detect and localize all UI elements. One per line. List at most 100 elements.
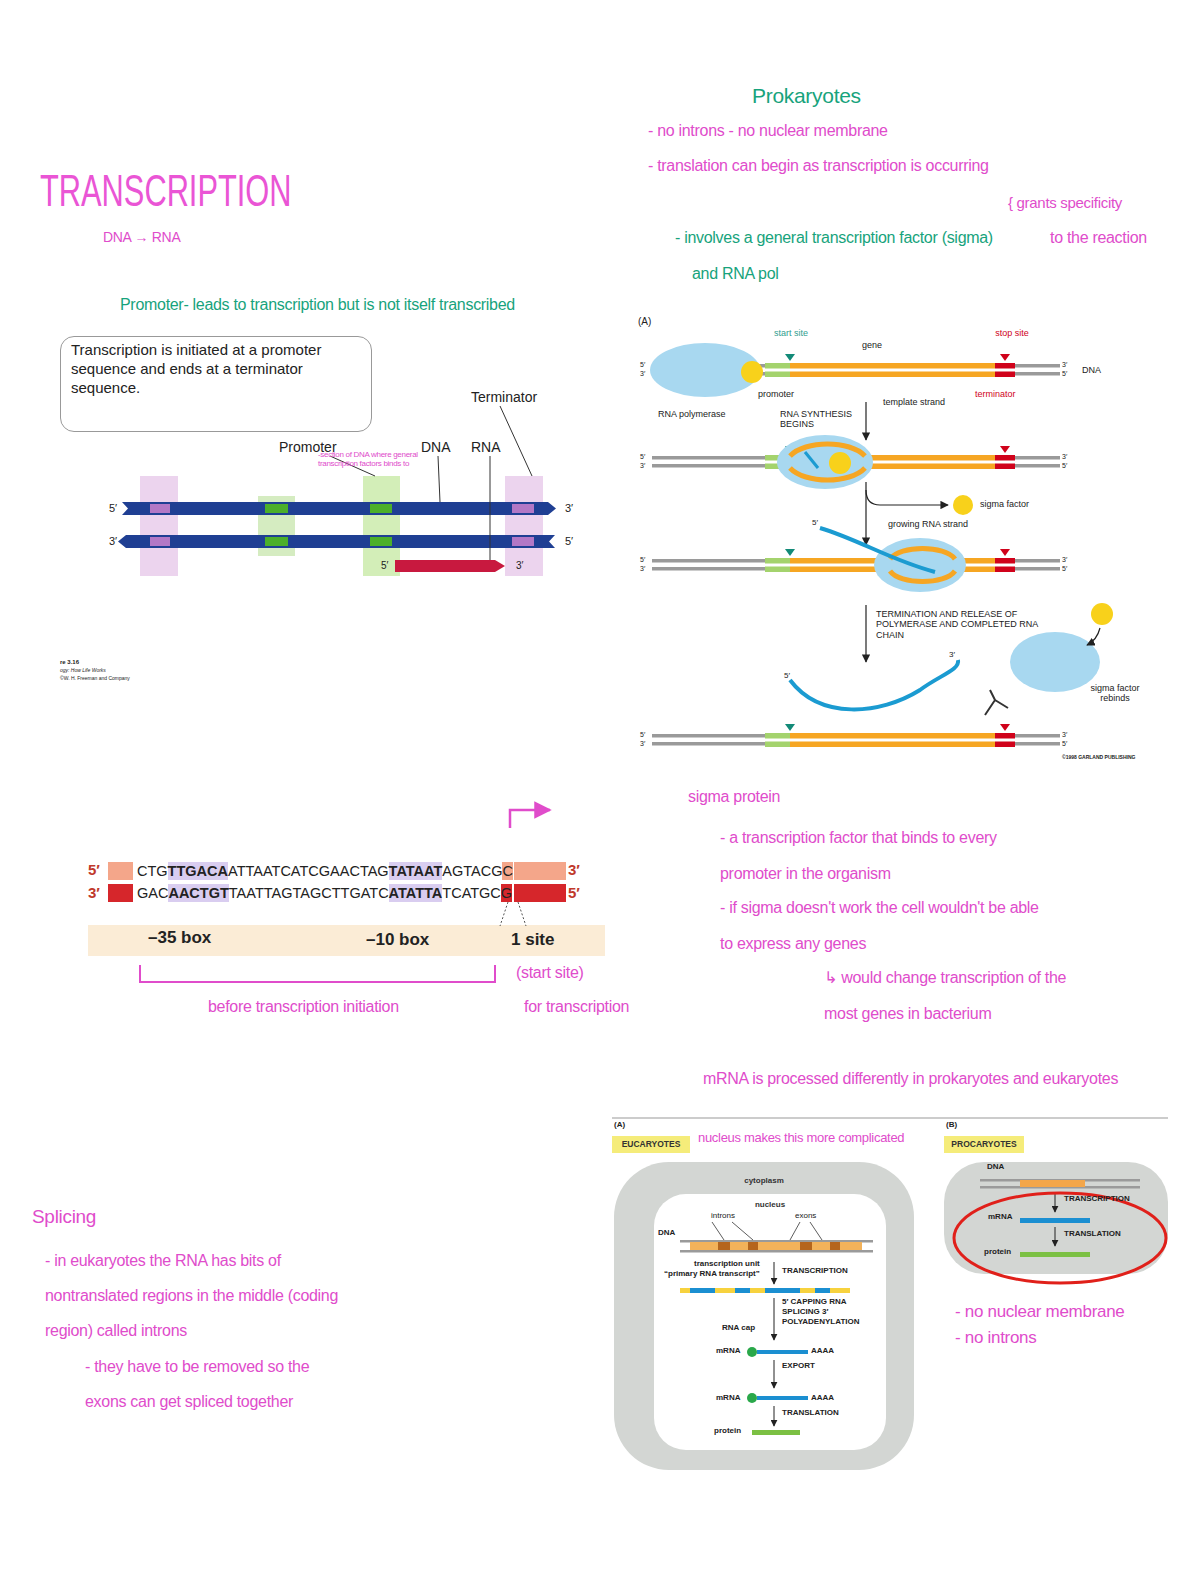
figure-label: protein — [984, 1247, 1011, 1256]
figure-label: TRANSLATION — [1064, 1229, 1121, 1238]
figure-label: 5′ — [1062, 565, 1067, 573]
figure-label: RNA cap — [722, 1323, 755, 1332]
node-text: nucleus — [654, 1200, 886, 1209]
sequence-strand: GACAACTGTTAATTAGTAGCTTGATCATATTATCATGCG — [137, 884, 512, 902]
figure-label: 5′ — [565, 535, 573, 548]
sequence-text: ATATTA — [389, 884, 443, 902]
figure-label: TRANSCRIPTION — [1064, 1194, 1130, 1203]
handwritten-note: - if sigma doesn't work the cell wouldn'… — [720, 890, 1040, 962]
figure-label: stop site — [994, 328, 1030, 338]
figure-label: sigma factor rebinds — [1080, 683, 1150, 704]
figure-label: RNA — [471, 439, 501, 455]
handwritten-note: (start site) — [516, 964, 584, 982]
cell-cytoplasm: cytoplasm nucleus — [614, 1162, 914, 1470]
figure-label: transcription unit — [694, 1259, 760, 1268]
node-text: EUCARYOTES — [612, 1136, 690, 1153]
figure-label: mRNA — [988, 1212, 1012, 1221]
handwritten-note: Promoter- leads to transcription but is … — [120, 296, 515, 314]
sequence-text: ATTAATCATCGAACTAG — [228, 862, 389, 880]
handwritten-note: DNA → RNA — [103, 229, 180, 245]
sequence-text: TATAAT — [389, 862, 443, 880]
figure-label: exons — [795, 1211, 816, 1220]
page-title: TRANSCRIPTION — [40, 166, 292, 216]
sequence-text: TCATGC — [442, 884, 501, 902]
sequence-text: AACTGT — [168, 884, 228, 902]
figure-label: TRANSLATION — [782, 1408, 839, 1417]
figure-label: growing RNA strand — [888, 519, 968, 529]
figure-label: 5′ — [784, 671, 790, 680]
figure-label: 5′ — [109, 502, 117, 515]
sequence-strand: CTGTTGACAATTAATCATCGAACTAGTATAATAGTACGC — [137, 862, 513, 880]
figure-label: 3′ — [640, 740, 645, 748]
figure-label: promoter — [758, 389, 794, 399]
figure-label: “primary RNA transcript” — [664, 1269, 760, 1278]
node-text: cytoplasm — [614, 1176, 914, 1185]
figure-label: 5′ — [640, 361, 645, 369]
handwritten-note: Splicing — [32, 1206, 96, 1228]
handwritten-note: to the reaction — [1050, 229, 1147, 247]
figure-label: start site — [773, 328, 809, 338]
figure-label: DNA — [987, 1162, 1004, 1171]
figure-label: 3′ — [949, 650, 955, 659]
handwritten-note: - they have to be removed so the exons c… — [85, 1349, 350, 1419]
node-text: PROCARYOTES — [944, 1136, 1024, 1153]
figure-label: DNA — [1082, 365, 1101, 375]
handwritten-note: for transcription — [524, 998, 629, 1016]
figure-label: 3′ — [640, 462, 645, 470]
handwritten-note: and RNA pol — [692, 265, 779, 283]
figure-label: 5′ — [88, 861, 100, 878]
figure-label: ©1998 GARLAND PUBLISHING — [1062, 755, 1135, 761]
figure-label: TRANSCRIPTION — [782, 1266, 848, 1275]
handwritten-note: { grants specificity — [1008, 194, 1122, 211]
sequence-text: TAATTAGTAGCTTGATC — [229, 884, 389, 902]
handwritten-note: - a transcription factor that binds to e… — [720, 820, 1020, 892]
handwritten-note: mRNA is processed differently in prokary… — [703, 1070, 1118, 1088]
handwritten-note: ↳ would change transcription of the most… — [824, 960, 1094, 1032]
figure-label: 3′ — [640, 370, 645, 378]
figure-label: sigma factor — [980, 499, 1029, 509]
figure-label: AAAA — [811, 1393, 834, 1402]
sequence-text: CTG — [137, 862, 168, 880]
figure-label: 5′ — [381, 560, 388, 572]
figure-label: EXPORT — [782, 1361, 815, 1370]
figure-label: 5′ — [812, 518, 818, 527]
figure-label: 5′ CAPPING RNA SPLICING 3′ POLYADENYLATI… — [782, 1297, 870, 1327]
handwritten-note: -section of DNA where general transcript… — [318, 450, 423, 468]
figure-label: DNA — [421, 439, 451, 455]
figure-label: (A) — [614, 1120, 625, 1129]
figure-label: (A) — [638, 316, 651, 328]
figure-label: 5′ — [640, 453, 645, 461]
figure-label: 3′ — [109, 535, 117, 548]
figure-label: 3′ — [640, 565, 645, 573]
figure-label: protein — [714, 1426, 741, 1435]
sequence-text: TTGACA — [168, 862, 228, 880]
figure-label: gene — [862, 340, 882, 350]
figure-label: template strand — [883, 397, 945, 407]
figure-label: 3′ — [568, 861, 580, 878]
label-band: EUCARYOTES — [612, 1136, 690, 1153]
handwritten-note: - involves a general transcription facto… — [675, 229, 993, 247]
figure-label: Terminator — [471, 389, 537, 405]
callout-box: Transcription is initiated at a promoter… — [60, 336, 372, 432]
figure-label: –35 box — [148, 928, 211, 948]
figure-label: ogy: How Life Works — [60, 668, 106, 674]
figure-label: RNA SYNTHESIS BEGINS — [780, 409, 860, 430]
sequence-text: GAC — [137, 884, 168, 902]
figure-label: 3′ — [1062, 361, 1067, 369]
handwritten-note: - no introns - no nuclear membrane — [648, 122, 888, 140]
handwritten-note: sigma protein — [688, 788, 780, 806]
figure-label: 3′ — [1062, 556, 1067, 564]
figure-label: TERMINATION AND RELEASE OF POLYMERASE AN… — [876, 609, 1041, 640]
figure-label: 5′ — [640, 731, 645, 739]
sequence-text: C — [502, 862, 512, 880]
figure-label: 3′ — [565, 502, 573, 515]
figure-label: 5′ — [1062, 462, 1067, 470]
handwritten-note: - translation can begin as transcription… — [648, 157, 989, 175]
handwritten-note: - no nuclear membrane — [955, 1302, 1124, 1322]
sequence-text: AGTACG — [442, 862, 502, 880]
figure-label: 3′ — [1062, 731, 1067, 739]
handwritten-note: - no introns — [955, 1328, 1036, 1348]
figure-label: mRNA — [716, 1346, 740, 1355]
figure-label: 5′ — [1062, 740, 1067, 748]
figure-label: 5′ — [640, 556, 645, 564]
